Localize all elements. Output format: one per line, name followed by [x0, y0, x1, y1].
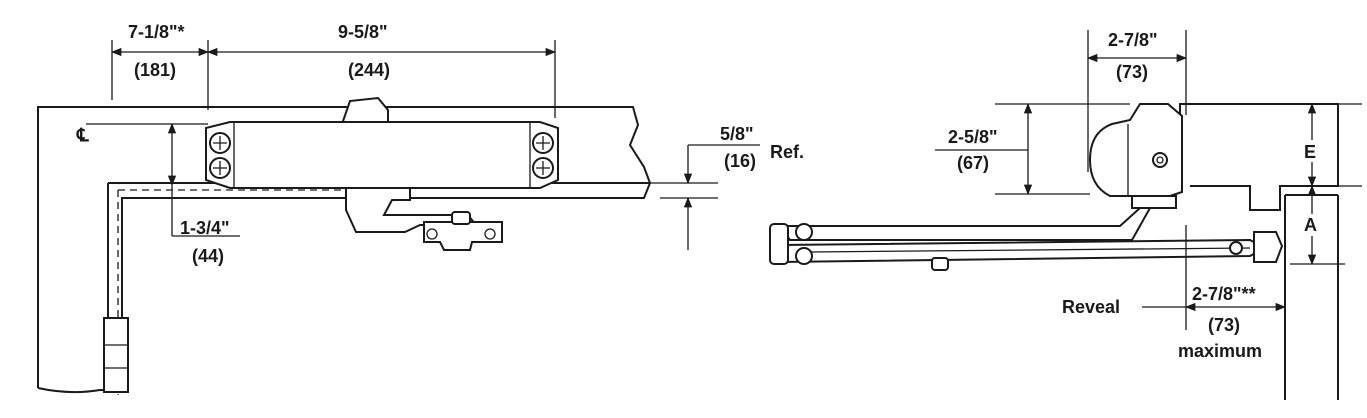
- closer-cover-hump: [340, 96, 389, 125]
- dim-height-mm: (67): [957, 153, 989, 173]
- dim-reveal-mm: (73): [1208, 315, 1240, 335]
- frame-profile: [1179, 103, 1339, 211]
- dim-top-inch: 2-7/8": [1108, 30, 1158, 50]
- hidden-line: [117, 189, 345, 395]
- closer-head: [1088, 103, 1183, 197]
- dim-9-5-8-inch: 9-5/8": [338, 22, 388, 42]
- mounting-screws: [209, 132, 554, 179]
- dim-7-1-8-mm: (181): [134, 60, 176, 80]
- closer-body: [205, 121, 559, 189]
- right-view: 2-7/8" (73) 2-5/8" (67) E A Reveal 2-7/8…: [769, 30, 1362, 400]
- frame-outline: [37, 106, 652, 394]
- label-e: E: [1304, 142, 1316, 162]
- dim-reveal-inch: 2-7/8"**: [1192, 284, 1256, 304]
- shoe-pivot-icon: [1229, 241, 1243, 255]
- arm-shoe: [1253, 231, 1284, 263]
- dim-reveal-note: maximum: [1178, 341, 1262, 361]
- dim-5-8-mm: (16): [724, 151, 756, 171]
- dim-5-8-inch: 5/8": [720, 124, 754, 144]
- label-a: A: [1304, 215, 1317, 235]
- dim-top-mm: (73): [1116, 62, 1148, 82]
- main-arm: [778, 207, 1152, 241]
- dim-9-5-8-mm: (244): [348, 60, 390, 80]
- left-view: ℄ 7-1/8"* (181) 9-5/8" (244) 1-3/4" (44)…: [37, 22, 804, 395]
- dim-1-3-4-inch: 1-3/4": [180, 218, 230, 238]
- dim-height-inch: 2-5/8": [948, 127, 998, 147]
- reveal-label: Reveal: [1062, 297, 1120, 317]
- spindle-icon: [1152, 152, 1168, 168]
- arm-shoe: [423, 221, 503, 251]
- dim-ref-label: Ref.: [770, 142, 804, 162]
- centerline-symbol: ℄: [76, 125, 89, 145]
- dim-7-1-8-inch: 7-1/8"*: [128, 22, 185, 42]
- pivot-icon: [795, 223, 813, 241]
- hinge: [103, 317, 129, 393]
- pivot-icon: [795, 247, 813, 265]
- dim-1-3-4-mm: (44): [192, 246, 224, 266]
